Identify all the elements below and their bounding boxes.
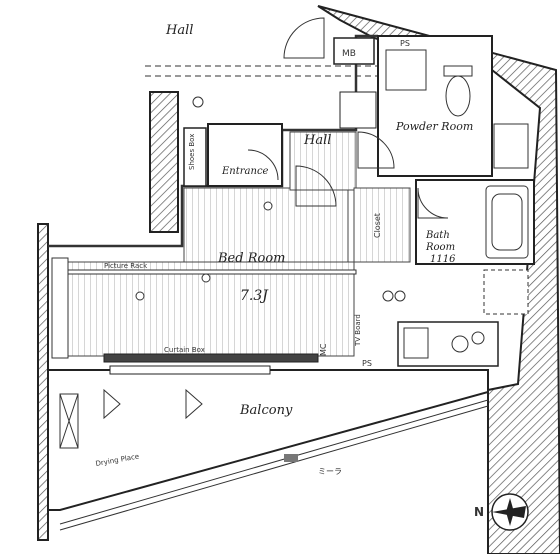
hall-floor [289, 131, 357, 191]
closet-floor [353, 187, 411, 263]
balcony-door-left [103, 388, 121, 420]
powder-room-label: Powder Room [395, 120, 473, 133]
shoes-box-label: Shoes Box [188, 134, 196, 170]
ps-top-label: PS [400, 39, 410, 48]
ps-mid-label: PS [362, 359, 372, 368]
picture-rack-rail [63, 269, 357, 275]
bath-size-label: 1116 [430, 254, 456, 265]
outlet-symbol-3 [382, 290, 394, 302]
washing-machine-pan [385, 49, 427, 91]
bed-room-label: Bed Room [217, 251, 285, 266]
stove-burner-1 [451, 335, 469, 353]
light-symbol-2 [192, 96, 204, 108]
balcony-door-right [185, 388, 203, 420]
mc-label: MC [319, 343, 328, 356]
outlet-symbol-4 [394, 290, 406, 302]
kitchen-sink [403, 327, 429, 359]
balcony-drain [284, 454, 298, 462]
picture-rack-label: Picture Rack [104, 262, 148, 270]
wash-basin [493, 123, 529, 169]
light-symbol [263, 201, 273, 211]
closet-label: Closet [373, 213, 382, 238]
refrigerator-space [483, 269, 529, 315]
bath-room-label-2: Room [425, 242, 455, 253]
entrance-label: Entrance [221, 166, 269, 177]
mb-box [333, 37, 375, 65]
balcony-rail [59, 399, 489, 525]
north-compass [491, 493, 529, 531]
balcony-label: Balcony [239, 403, 293, 418]
exterior-wall-west [37, 223, 49, 541]
bed-room-area: 7.3J [240, 288, 269, 304]
bed-room-floor-upper [183, 187, 349, 263]
door-swing-bath [417, 187, 449, 219]
toilet-bowl [445, 75, 471, 117]
balcony-unit-left-x2 [59, 393, 79, 449]
outlet-symbol [135, 291, 145, 301]
curtain-box-rail [103, 353, 319, 363]
bath-room-label: Bath [425, 230, 450, 241]
balcony-rail-2 [59, 405, 489, 531]
stove-burner-2 [471, 331, 485, 345]
balcony-window [109, 365, 271, 375]
entrance-floor [207, 123, 283, 187]
mb-label: MB [342, 49, 356, 59]
bedroom-left-closet [51, 257, 69, 359]
tv-board-label: TV Board [354, 314, 362, 347]
balcony-area [47, 369, 489, 511]
outlet-symbol-2 [201, 273, 211, 283]
toilet-tank [443, 65, 473, 77]
curtain-box-label: Curtain Box [164, 346, 205, 354]
hall-outer-label: Hall [165, 23, 193, 38]
door-swing-entrance [295, 165, 337, 207]
column-upper-left [149, 91, 179, 233]
exterior-wall-east [317, 5, 560, 554]
hall-inner-label: Hall [303, 133, 331, 148]
door-swing-powder [357, 131, 395, 169]
door-swing-hall [283, 17, 325, 59]
shoes-box [183, 127, 207, 187]
bath-tub-inner [491, 193, 523, 251]
mb-small-box [339, 91, 377, 129]
door-swing-entrance-inner [247, 149, 279, 181]
north-label: N [474, 505, 484, 519]
window-label: ミーラ [318, 467, 342, 476]
